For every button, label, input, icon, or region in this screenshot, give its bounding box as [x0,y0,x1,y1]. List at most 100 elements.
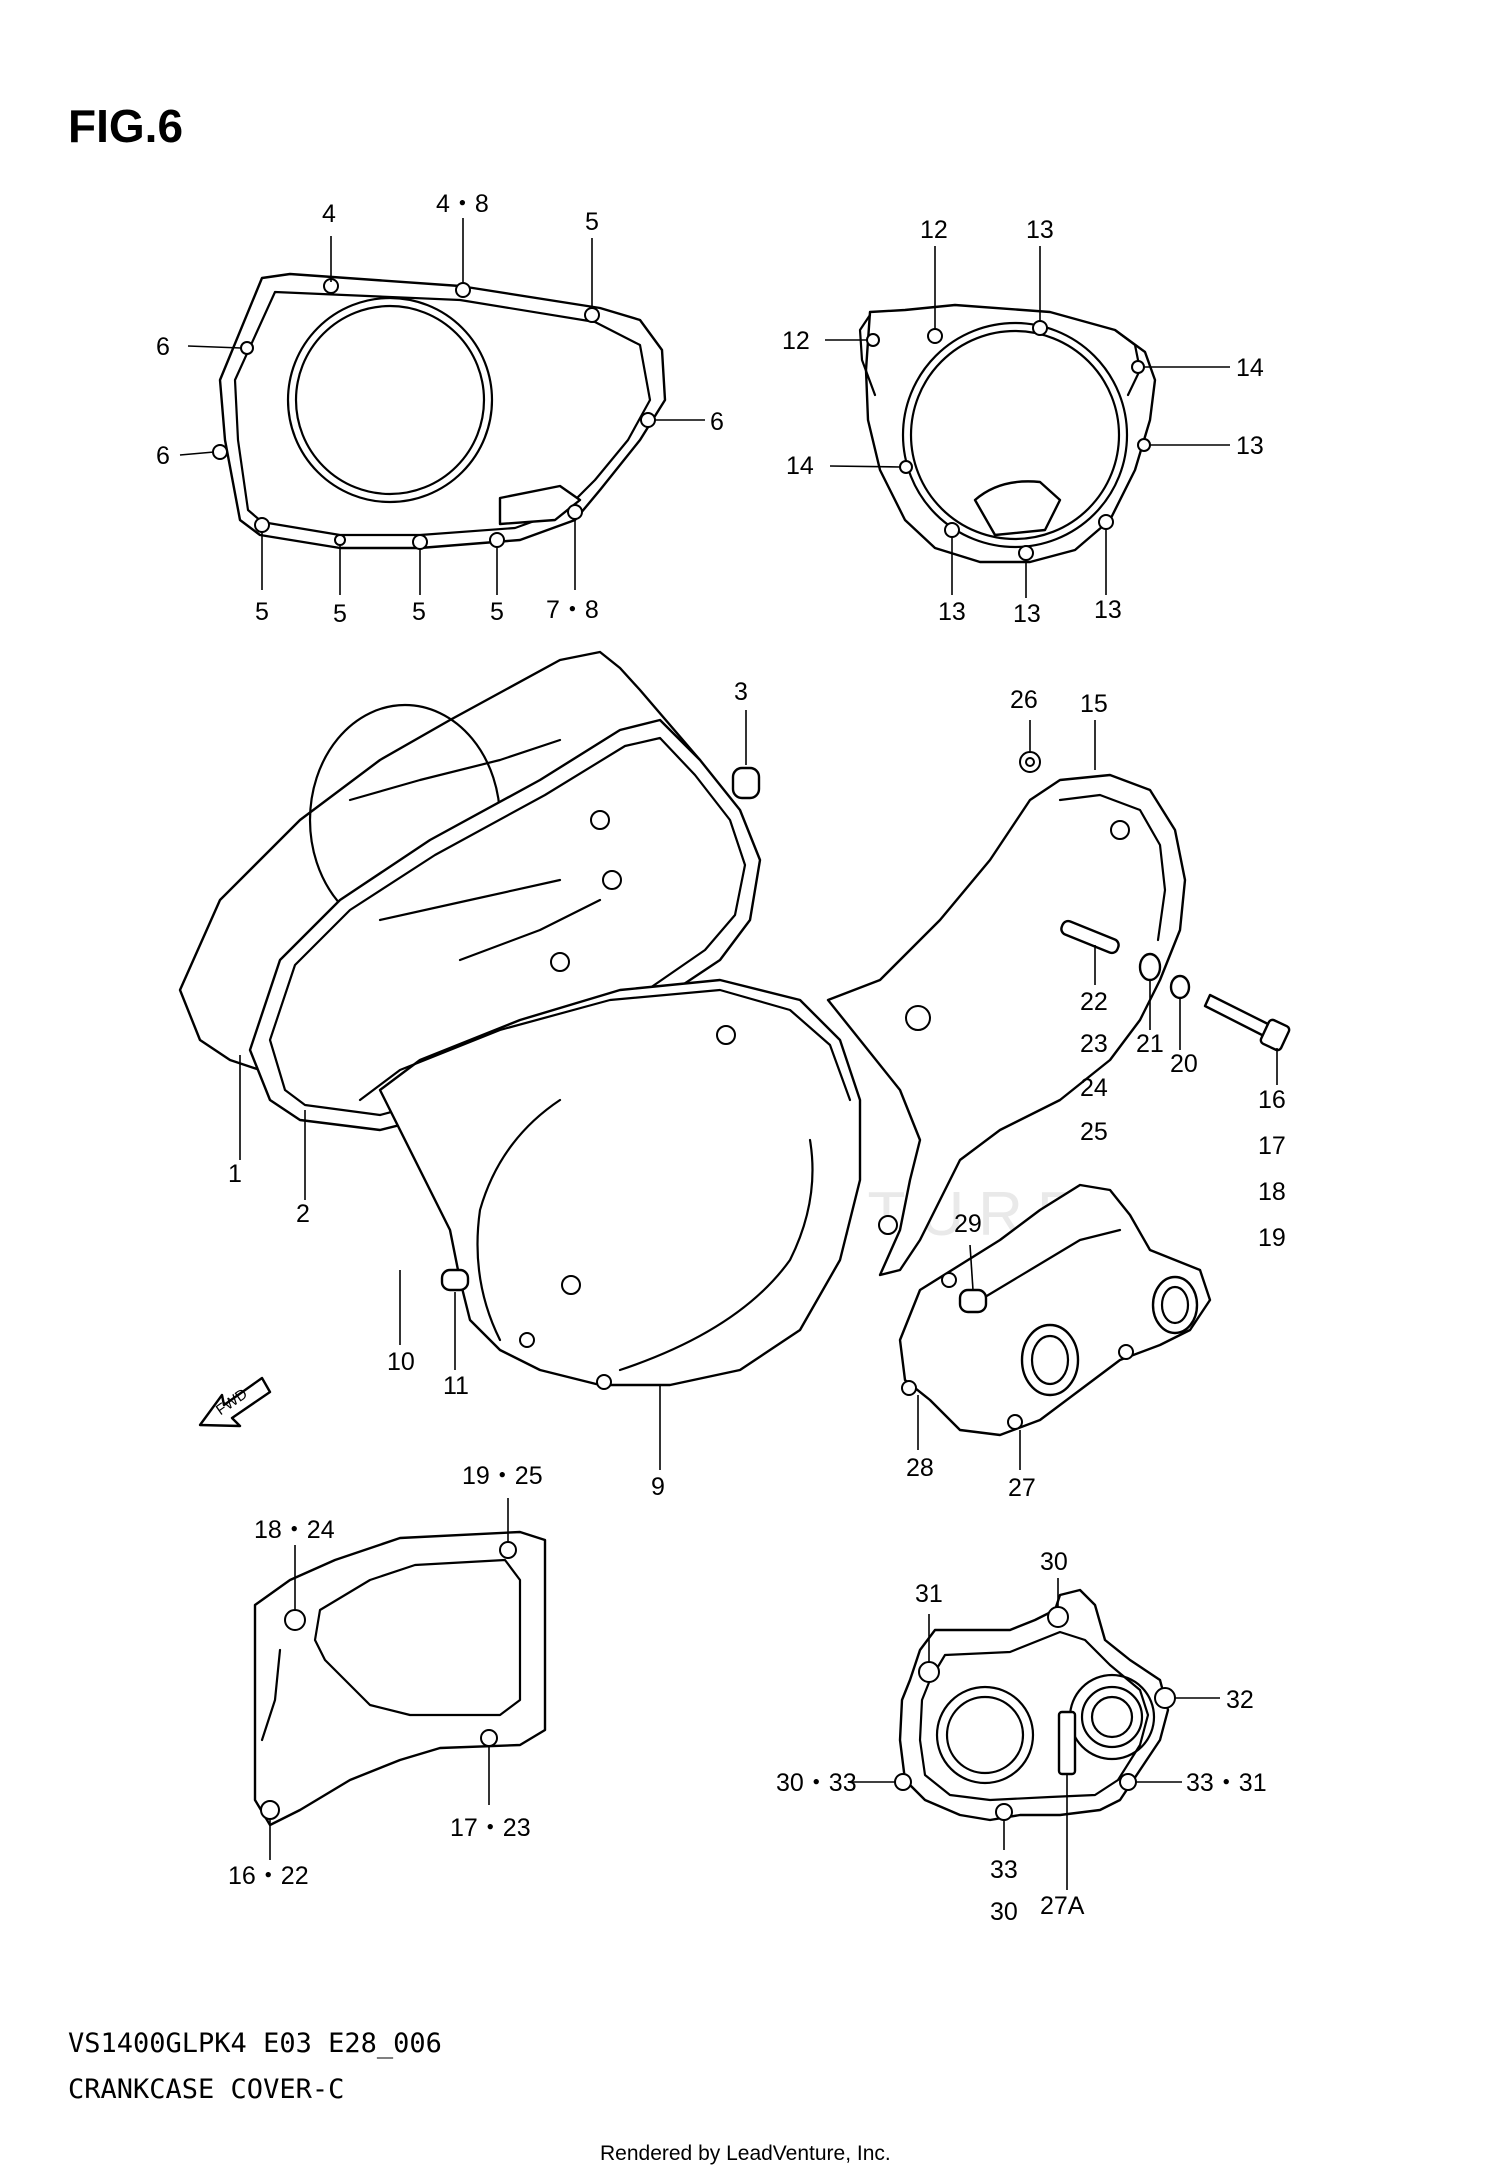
callout-30-33: 30・33 [776,1769,857,1797]
callout-5-b1: 5 [255,598,269,626]
collar [1060,919,1120,955]
bolt-hole [1154,1687,1176,1709]
leaders-top-left [179,218,705,595]
bolt-hole [584,307,600,323]
callout-6-a: 6 [156,333,170,361]
bolt-hole [716,1025,736,1045]
bolt-hole [944,522,960,538]
clutch-cover-outline-top-left [212,272,667,550]
generator-cover-outline-top-right [858,303,1157,564]
grommet-26-inner [1025,757,1035,767]
bolt-hole [1118,1344,1134,1360]
callout-19: 19 [1258,1224,1286,1252]
callout-17: 17 [1258,1132,1286,1160]
callout-16: 16 [1258,1086,1286,1114]
dowel-hole [561,1275,581,1295]
bolt-hole [254,517,270,533]
leaders-bottom-right [850,1578,1220,1890]
pump-outlet [1151,1275,1199,1335]
bolt-hole [1047,1606,1069,1628]
bolt-hole [212,444,228,460]
dowel-pin-3 [731,766,761,800]
bolt-hole [866,333,880,347]
bolt-hole [455,282,471,298]
callout-2: 2 [296,1200,310,1228]
washer-21 [1138,952,1162,982]
callout-14-b: 14 [786,452,814,480]
dowel-29 [958,1288,988,1314]
dowel-hole [590,810,610,830]
diagram-title: CRANKCASE COVER-C [68,2074,344,2105]
bolt-hole [918,1661,940,1683]
callout-17-23: 17・23 [450,1814,531,1842]
fwd-arrow: FWD [198,1376,272,1428]
callout-5-b4: 5 [490,598,504,626]
bolt-hole [899,460,913,474]
bolt-hole [284,1609,306,1631]
callout-26: 26 [1010,686,1038,714]
callout-12-b: 12 [782,327,810,355]
callout-6-c: 6 [156,442,170,470]
washer-20 [1169,974,1191,1000]
callout-10: 10 [387,1348,415,1376]
bolt-hole [640,412,656,428]
main-cover-assembly [178,650,862,1390]
bolt-hole [596,1374,612,1390]
bolt-hole [1137,438,1151,452]
bolt-hole [480,1729,498,1747]
callout-16-22: 16・22 [228,1862,309,1890]
callout-29: 29 [954,1210,982,1238]
callout-3: 3 [734,678,748,706]
model-code: VS1400GLPK4 E03 E28_006 [68,2028,442,2059]
callout-21: 21 [1136,1030,1164,1058]
bolt-hole [1007,1414,1023,1430]
callout-30-bot: 30 [990,1898,1018,1926]
callout-22: 22 [1080,988,1108,1016]
callout-24: 24 [1080,1074,1108,1102]
callout-31: 31 [915,1580,943,1608]
callout-19-25: 19・25 [462,1462,543,1490]
callout-20: 20 [1170,1050,1198,1078]
callout-6-b: 6 [710,408,724,436]
bolt-hole [894,1773,912,1791]
bolt-hole [567,504,583,520]
callout-13-c: 13 [938,598,966,626]
pump-port [1020,1323,1080,1397]
callout-5-top: 5 [585,208,599,236]
callout-1: 1 [228,1160,242,1188]
bolt-hole [927,328,943,344]
bolt-hole [1032,320,1048,336]
dowel-hole [550,952,570,972]
bolt-hole [901,1380,917,1396]
bolt-hole [1018,545,1034,561]
bolt-hole [412,534,428,550]
figure-title: FIG.6 [68,100,183,152]
callout-32: 32 [1226,1686,1254,1714]
spec-tag-27a [1057,1710,1077,1776]
dowel-hole [602,870,622,890]
housing-gasket-bottom-right [894,1588,1176,1822]
bolt-hole [1119,1773,1137,1791]
callout-7-8: 7・8 [546,596,599,624]
callout-28: 28 [906,1454,934,1482]
leaders-pump-housing [917,1244,1021,1470]
callout-14-a: 14 [1236,354,1264,382]
bolt-hole [499,1541,517,1559]
bolt [1203,993,1272,1038]
mount-hole [905,1005,931,1031]
callout-4: 4 [322,200,336,228]
bolt-hole [1098,514,1114,530]
callout-25: 25 [1080,1118,1108,1146]
callout-18-24: 18・24 [254,1516,335,1544]
leaders-main [239,710,747,1470]
callout-11: 11 [443,1372,469,1400]
callout-23: 23 [1080,1030,1108,1058]
callout-18: 18 [1258,1178,1286,1206]
sprocket-cover-15 [826,751,1291,1277]
callout-33-31: 33・31 [1186,1769,1267,1797]
callout-9: 9 [651,1473,665,1501]
callout-13-e: 13 [1094,596,1122,624]
callout-5-b3: 5 [412,598,426,626]
callout-30-top: 30 [1040,1548,1068,1576]
callout-4-8: 4・8 [436,190,489,218]
